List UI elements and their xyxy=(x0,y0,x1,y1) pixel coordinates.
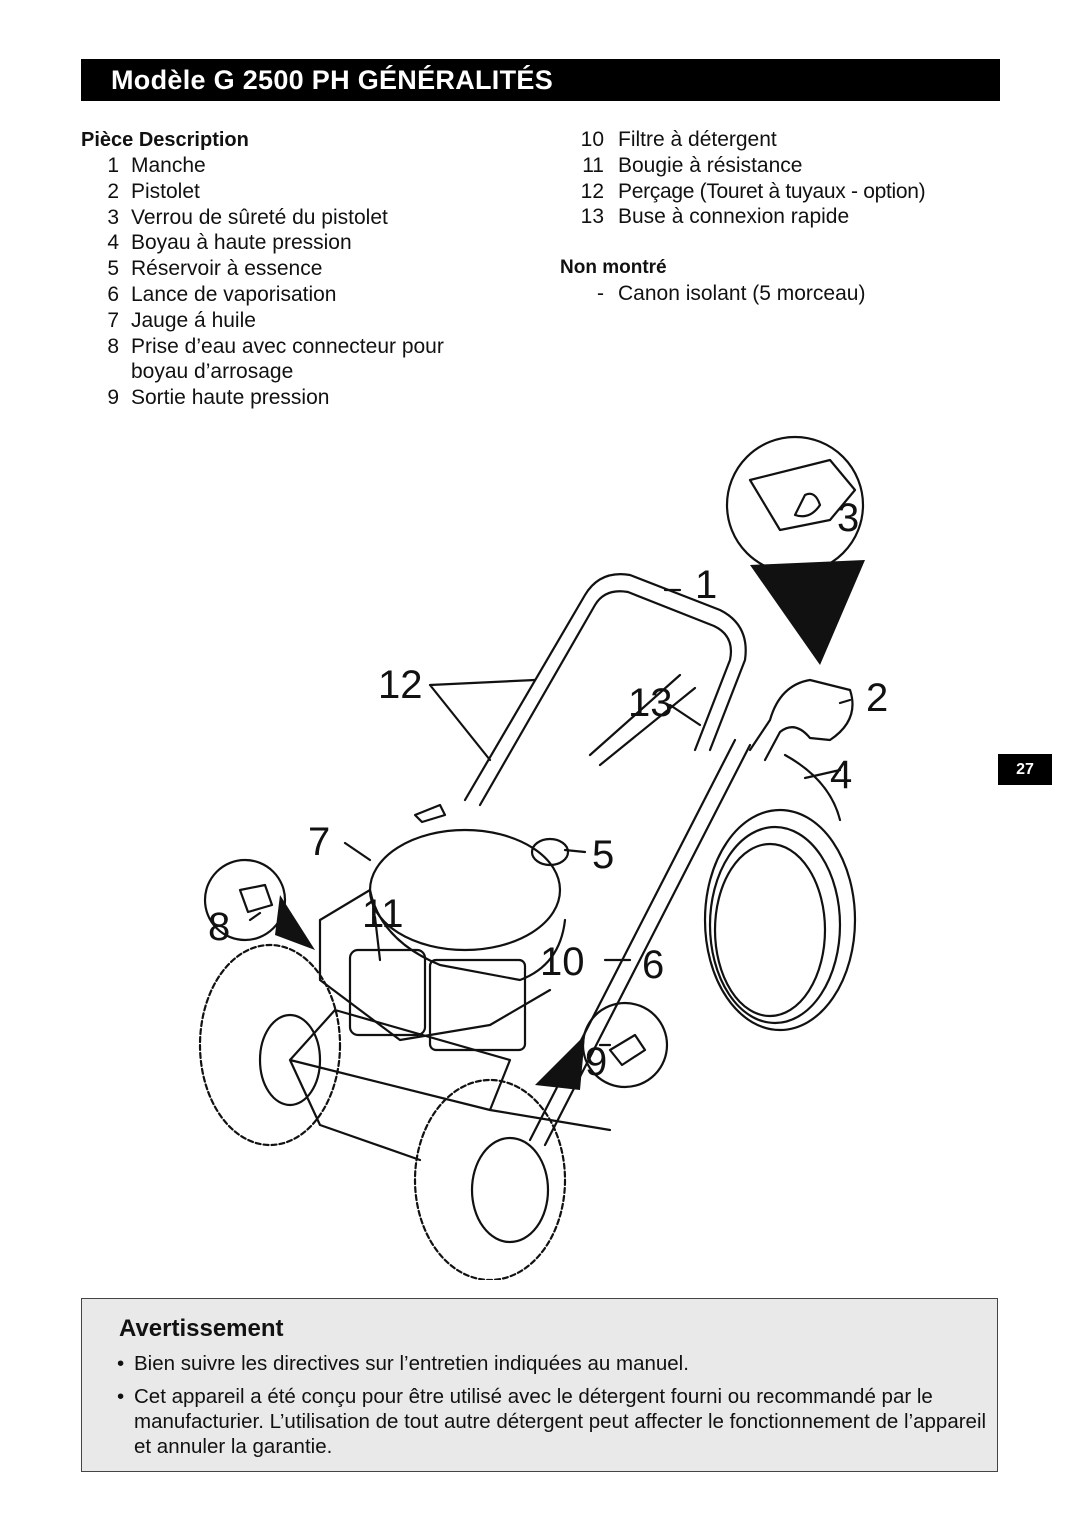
handle-frame xyxy=(588,673,697,767)
warning-title: Avertissement xyxy=(119,1315,284,1342)
hose-reel xyxy=(713,842,827,1018)
page-number: 27 xyxy=(998,754,1052,785)
inlet-inset xyxy=(203,858,287,942)
callout-4: 4 xyxy=(830,753,853,797)
part-description: Prise d’eau avec connecteur pour boyau d… xyxy=(131,334,444,384)
leader-line xyxy=(248,588,852,1047)
rear-wheel-hub xyxy=(258,1013,322,1107)
hose xyxy=(783,753,842,822)
gun-lock-detail xyxy=(748,458,857,532)
callout-13: 13 xyxy=(628,681,673,725)
part-number: 8 xyxy=(107,334,119,358)
callout-3: 3 xyxy=(837,496,860,540)
gun-inset-pointer xyxy=(750,560,865,665)
outlet-fitting xyxy=(608,1033,647,1067)
list-item: 11 Bougie à résistance xyxy=(560,153,1000,179)
part-description: Pistolet xyxy=(131,179,200,203)
callout-5: 5 xyxy=(592,833,615,877)
not-shown-heading: Non montré xyxy=(560,257,667,279)
pressure-washer-illustration xyxy=(198,435,865,1282)
part-number: 4 xyxy=(107,231,119,255)
warning-box: Avertissement Bien suivre les directives… xyxy=(81,1298,998,1472)
warning-list: Bien suivre les directives sur l’entreti… xyxy=(117,1351,987,1467)
part-number: 10 xyxy=(580,128,604,151)
part-description: Jauge á huile xyxy=(131,308,256,332)
air-filter xyxy=(348,948,427,1037)
callout-9: 9 xyxy=(585,1040,608,1084)
pressure-washer-diagram: 1 2 3 4 5 6 7 8 9 10 11 12 13 xyxy=(190,420,910,1282)
parts-list-right-items: 10 Filtre à détergent 11 Bougie à résistan… xyxy=(560,127,1000,230)
part-description: Sortie haute pression xyxy=(131,386,330,410)
parts-list-heading: Pièce Description xyxy=(81,129,249,151)
part-number: 11 xyxy=(582,153,604,177)
callout-12: 12 xyxy=(378,663,423,707)
part-description: Manche xyxy=(131,154,206,177)
part-number: 2 xyxy=(107,179,119,203)
part-number: 12 xyxy=(580,179,604,203)
list-item: 3 Verrou de sûreté du pistolet xyxy=(81,205,541,231)
list-item: 8 Prise d’eau avec connecteur pour boyau … xyxy=(81,334,541,386)
list-item: 9 Sortie haute pression xyxy=(81,385,541,411)
section-title: Modèle G 2500 PH GÉNÉRALITÉS xyxy=(111,65,554,95)
not-shown-list: -Canon isolant (5 morceau) xyxy=(560,281,1000,307)
handle-frame xyxy=(463,573,747,807)
list-item: 4 Boyau à haute pression xyxy=(81,230,541,256)
section-title-bar: Modèle G 2500 PH GÉNÉRALITÉS xyxy=(81,59,1000,101)
front-wheel-hub xyxy=(470,1136,550,1244)
part-number: 3 xyxy=(107,205,119,229)
list-item: 6 Lance de vaporisation xyxy=(81,282,541,308)
engine-body xyxy=(318,888,567,1042)
warning-bullet: Bien suivre les directives sur l’entreti… xyxy=(117,1351,987,1376)
callout-7: 7 xyxy=(308,820,331,864)
callout-11: 11 xyxy=(362,892,404,936)
part-number: 7 xyxy=(107,308,119,332)
list-item: 12 Perçage (Touret à tuyaux - option) xyxy=(560,179,1000,205)
part-description: Perçage (Touret à tuyaux - option) xyxy=(618,179,926,203)
callout-10: 10 xyxy=(540,940,585,984)
list-item: 13 Buse à connexion rapide xyxy=(560,204,1000,230)
list-item: 5 Réservoir à essence xyxy=(81,256,541,282)
callout-6: 6 xyxy=(642,943,665,987)
part-description: Canon isolant (5 morceau) xyxy=(618,282,866,306)
part-number: 6 xyxy=(107,282,119,306)
callout-1: 1 xyxy=(695,563,718,607)
parts-list-left: Pièce Description 1 Manche 2 Pistolet 3 Ver… xyxy=(81,127,541,411)
rear-wheel xyxy=(198,943,342,1147)
fuel-cap xyxy=(530,837,570,867)
list-item: 7 Jauge á huile xyxy=(81,308,541,334)
part-description: Buse à connexion rapide xyxy=(618,205,850,229)
part-description: Verrou de sûreté du pistolet xyxy=(131,205,388,229)
part-number: 9 xyxy=(107,386,119,410)
outlet-inset-pointer xyxy=(535,1035,585,1090)
list-item: 10 Filtre à détergent xyxy=(560,127,1000,153)
list-item: -Canon isolant (5 morceau) xyxy=(560,281,1000,307)
parts-list-right: 10 Filtre à détergent 11 Bougie à résistan… xyxy=(560,127,1000,307)
list-item: 1 Manche xyxy=(81,153,541,179)
inlet-fitting xyxy=(238,883,274,914)
part-number: 1 xyxy=(107,154,119,177)
hose-reel xyxy=(703,808,857,1032)
part-number: - xyxy=(597,282,604,306)
part-number: 5 xyxy=(107,257,119,281)
part-description: Filtre à détergent xyxy=(618,128,777,151)
hose-reel xyxy=(708,825,842,1025)
part-description: Boyau à haute pression xyxy=(131,231,352,255)
engine-block xyxy=(428,958,527,1052)
callout-2: 2 xyxy=(866,676,889,720)
list-item: 2 Pistolet xyxy=(81,179,541,205)
part-description: Réservoir à essence xyxy=(131,257,323,281)
part-description: Bougie à résistance xyxy=(618,153,803,177)
parts-list-left-items: 1 Manche 2 Pistolet 3 Verrou de sûreté du p… xyxy=(81,153,541,411)
recoil-handle xyxy=(413,803,447,824)
part-number: 13 xyxy=(580,205,604,229)
part-description: Lance de vaporisation xyxy=(131,282,337,306)
spray-gun xyxy=(748,678,854,762)
inlet-inset-pointer xyxy=(275,895,315,950)
callout-8: 8 xyxy=(208,905,231,949)
warning-bullet: Cet appareil a été conçu pour être utili… xyxy=(117,1384,987,1459)
